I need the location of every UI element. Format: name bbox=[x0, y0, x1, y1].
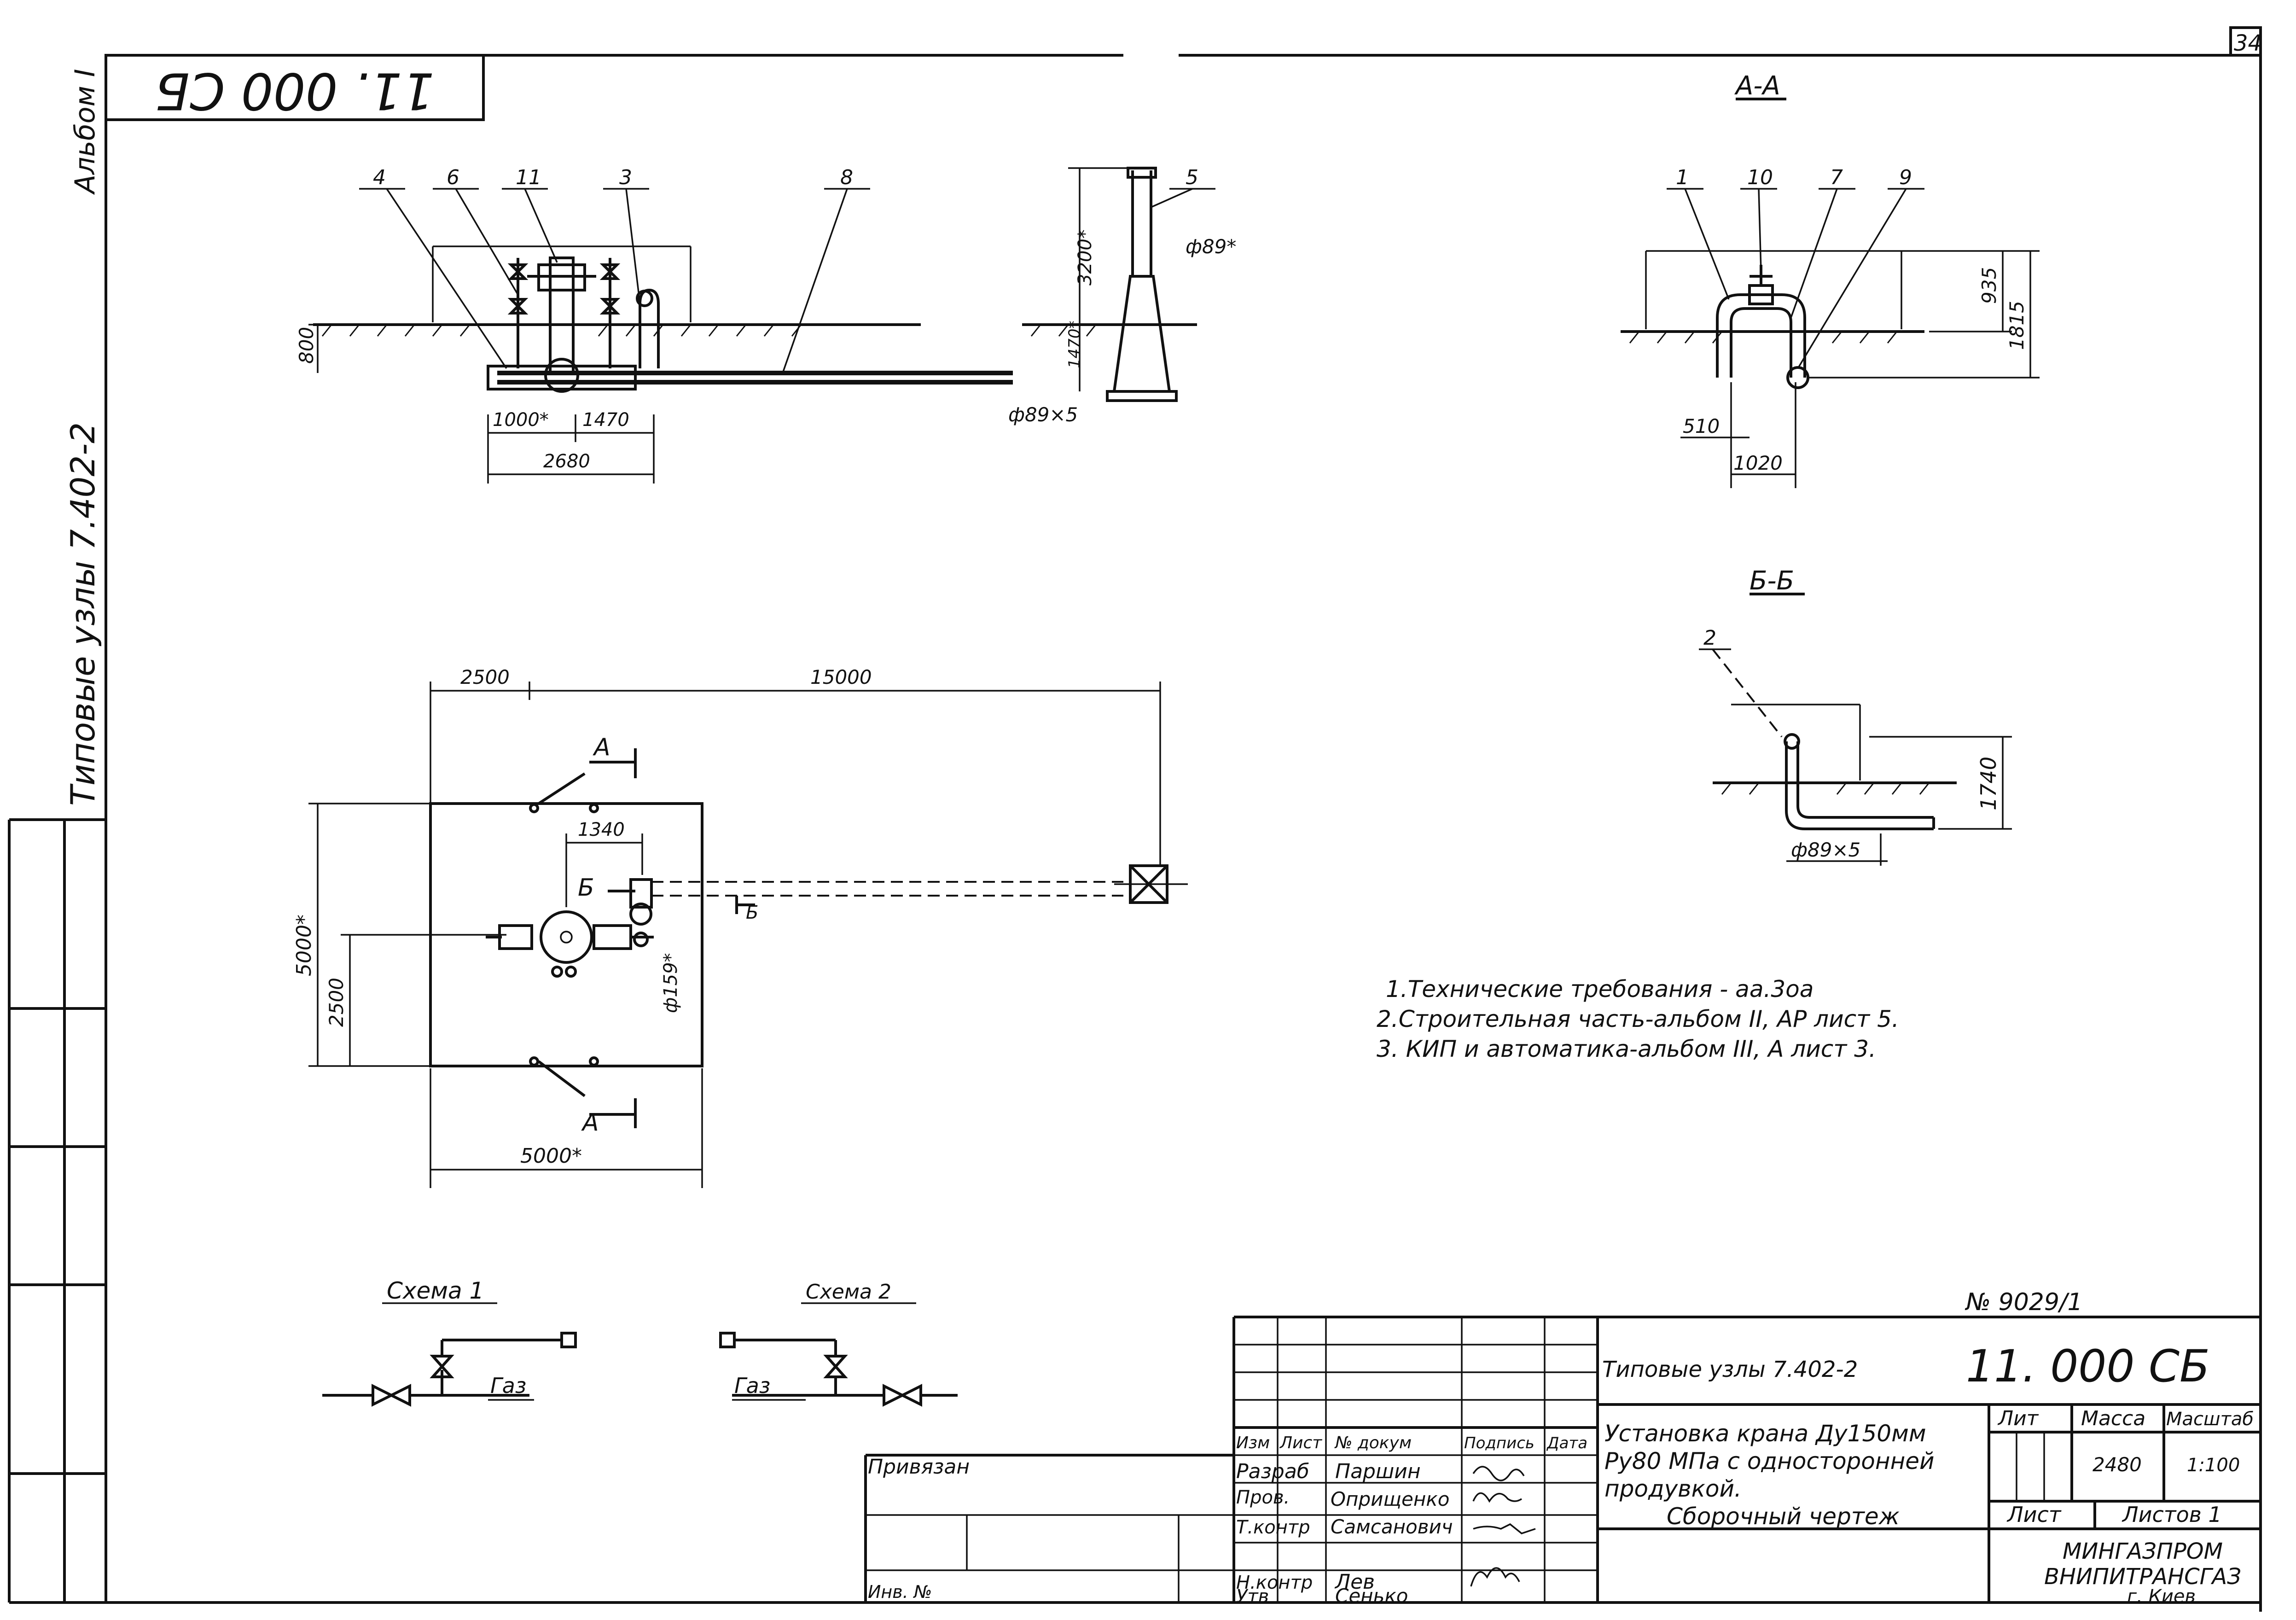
gas-label-2: Газ bbox=[734, 1373, 770, 1398]
dim-15000: 15000 bbox=[810, 666, 872, 688]
org-2: ВНИПИТРАНСГАЗ bbox=[2044, 1564, 2241, 1590]
role-approved: Утв bbox=[1236, 1586, 1269, 1607]
org-3: г. Киев bbox=[2127, 1586, 2196, 1607]
dim-510: 510 bbox=[1683, 415, 1720, 437]
role-developer: Разраб bbox=[1236, 1460, 1309, 1483]
drawing-frame bbox=[8, 26, 2262, 1612]
name-1: Паршин bbox=[1335, 1460, 1421, 1483]
gas-label-1: Газ bbox=[490, 1373, 526, 1398]
marker-a-top: А bbox=[593, 734, 610, 761]
title-line-1: Установка крана Ду150мм bbox=[1604, 1420, 1926, 1447]
album-label: Альбом I bbox=[69, 69, 101, 196]
corner-stamp: 11. 000 СБ bbox=[155, 62, 434, 121]
dim-1740: 1740 bbox=[1976, 757, 2001, 810]
name-4: Лев bbox=[1334, 1570, 1375, 1594]
callout-1: 1 bbox=[1676, 166, 1689, 189]
scale-label: Масштаб bbox=[2166, 1409, 2254, 1430]
callout-8: 8 bbox=[840, 166, 853, 189]
note-3: 3. КИП и автоматика-альбом III, А лист 3… bbox=[1377, 1036, 1876, 1062]
inv-label: Инв. № bbox=[868, 1582, 932, 1602]
callout-11: 11 bbox=[516, 166, 541, 189]
callout-9: 9 bbox=[1899, 166, 1912, 189]
callout-6: 6 bbox=[447, 166, 459, 189]
diam-159: ф159* bbox=[660, 953, 681, 1013]
attached-label: Привязан bbox=[868, 1455, 970, 1479]
callout-4: 4 bbox=[373, 166, 386, 189]
section-aa bbox=[1621, 98, 2040, 488]
dim-1340: 1340 bbox=[578, 819, 625, 840]
role-checker: Пров. bbox=[1236, 1487, 1290, 1508]
section-aa-title: А-А bbox=[1734, 71, 1780, 101]
callout-5: 5 bbox=[1186, 166, 1198, 189]
hdr-list: Лист bbox=[1279, 1434, 1322, 1452]
sheet-label: Лист bbox=[2006, 1502, 2062, 1527]
callout-3: 3 bbox=[619, 166, 632, 189]
side-view bbox=[308, 167, 1215, 484]
role-ncontrol: Н.контр bbox=[1236, 1572, 1313, 1593]
callout-10: 10 bbox=[1747, 166, 1773, 189]
marker-b-left: Б bbox=[578, 874, 594, 902]
order-number: № 9029/1 bbox=[1965, 1288, 2083, 1316]
callout-7: 7 bbox=[1830, 166, 1843, 189]
hdr-doc: № докум bbox=[1334, 1434, 1412, 1452]
title-line-3: продувкой. bbox=[1604, 1475, 1742, 1502]
note-1: 1.Технические требования - аа.3оа bbox=[1386, 976, 1814, 1002]
title-block bbox=[864, 1316, 2261, 1603]
dim-2680: 2680 bbox=[543, 451, 590, 472]
section-bb-title: Б-Б bbox=[1750, 566, 1794, 596]
note-2: 2.Строительная часть-альбом II, АР лист … bbox=[1377, 1006, 1899, 1032]
marker-b-right: Б bbox=[746, 902, 758, 923]
name-3: Самсанович bbox=[1331, 1515, 1453, 1538]
name-5: Сенько bbox=[1335, 1585, 1408, 1607]
dim-1815: 1815 bbox=[2005, 301, 2028, 350]
org-1: МИНГАЗПРОМ bbox=[2063, 1538, 2223, 1564]
dim-935: 935 bbox=[1978, 267, 2000, 304]
plan-view bbox=[308, 682, 1188, 1188]
dim-1470: 1470 bbox=[582, 409, 629, 431]
signatures bbox=[1470, 1466, 1536, 1587]
name-2: Оприщенко bbox=[1331, 1488, 1449, 1510]
dim-5000-bottom: 5000* bbox=[520, 1144, 582, 1168]
dim-1000: 1000* bbox=[493, 409, 549, 431]
title-code: 11. 000 СБ bbox=[1966, 1340, 2210, 1392]
series-label: Типовые узлы 7.402-2 bbox=[64, 422, 102, 806]
dim-5000-left: 5000* bbox=[292, 915, 316, 976]
lit-label: Лит bbox=[1997, 1407, 2039, 1430]
section-bb bbox=[1699, 593, 2012, 866]
marker-a-bottom: А bbox=[581, 1109, 599, 1136]
dim-1020: 1020 bbox=[1733, 452, 1783, 474]
diam-89-bb: ф89×5 bbox=[1791, 839, 1860, 861]
hdr-date: Дата bbox=[1546, 1434, 1587, 1452]
corner-stamp-box bbox=[105, 54, 485, 121]
title-line-2: Ру80 МПа с односторонней bbox=[1604, 1448, 1935, 1474]
scheme-2-label: Схема 2 bbox=[806, 1280, 891, 1304]
title-series: Типовые узлы 7.402-2 bbox=[1602, 1357, 1858, 1382]
sheets-label: Листов 1 bbox=[2122, 1502, 2222, 1527]
dim-2500-left: 2500 bbox=[325, 978, 348, 1027]
sheet-number: 34 bbox=[2234, 30, 2262, 56]
callout-2: 2 bbox=[1703, 626, 1716, 650]
dim-3200: 3200* bbox=[1075, 229, 1096, 286]
scheme-1-label: Схема 1 bbox=[387, 1277, 484, 1304]
role-tcontrol: Т.контр bbox=[1236, 1517, 1310, 1538]
dim-800: 800 bbox=[295, 327, 318, 364]
dim-1470-mid: 1470* bbox=[1065, 321, 1084, 368]
scale-value: 1:100 bbox=[2187, 1455, 2240, 1476]
notes-block: 1.Технические требования - аа.3оа 2.Стро… bbox=[1377, 976, 1899, 1062]
diam-89-top: ф89* bbox=[1186, 235, 1236, 258]
mass-label: Масса bbox=[2081, 1407, 2145, 1430]
title-line-4: Сборочный чертеж bbox=[1667, 1503, 1900, 1530]
hdr-sign: Подпись bbox=[1464, 1434, 1535, 1452]
diam-89-pipe: ф89×5 bbox=[1008, 403, 1078, 426]
schemes bbox=[322, 1302, 958, 1407]
hdr-izm: Изм bbox=[1236, 1434, 1270, 1452]
mass-value: 2480 bbox=[2093, 1453, 2142, 1476]
dim-2500-top: 2500 bbox=[460, 666, 510, 688]
